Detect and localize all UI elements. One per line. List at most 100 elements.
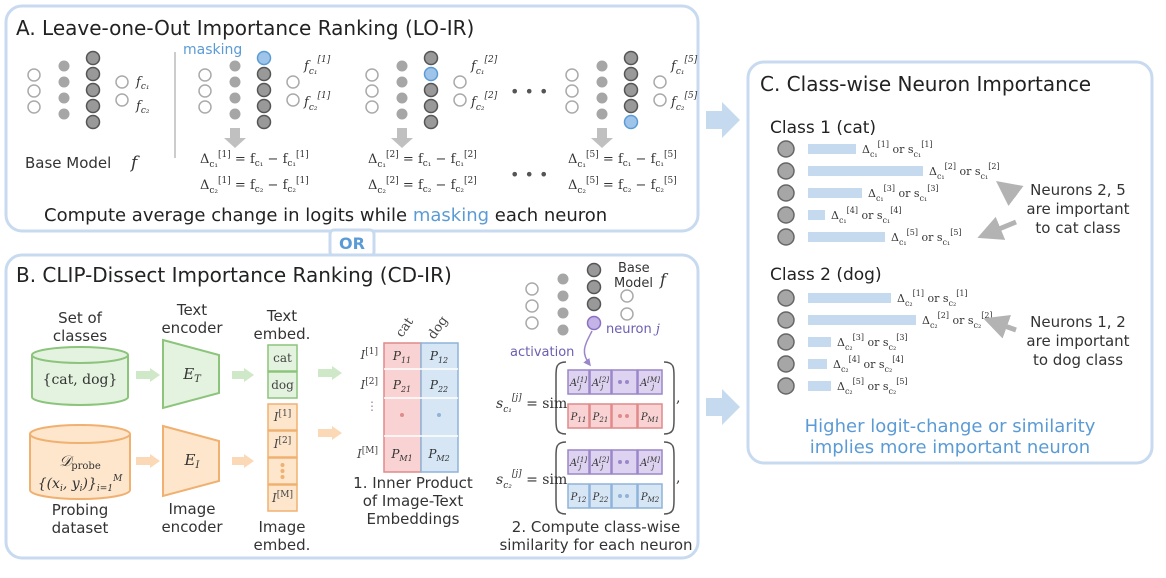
- classes-set: {cat, dog}: [43, 372, 118, 388]
- similarity-matrix: [383, 342, 459, 473]
- neuron: [423, 82, 439, 98]
- image-embed-line2: embed.: [254, 536, 311, 554]
- probe-cylinder: [29, 424, 131, 500]
- class2-bar-1: [808, 293, 891, 303]
- text-embed-cat-label: cat: [273, 351, 292, 365]
- set-of-classes-line2: classes: [53, 327, 107, 345]
- step2-line2: similarity for each neuron: [499, 536, 692, 554]
- class1-neuron-2: [777, 162, 795, 180]
- classes-cylinder: [31, 346, 129, 406]
- text-embed-line1: Text: [266, 307, 297, 325]
- panel-c-title: C. Class-wise Neuron Importance: [760, 72, 1091, 96]
- panel-a-title: A. Leave-one-Out Importance Ranking (LO-…: [16, 16, 474, 40]
- class2-neuron-3: [777, 333, 795, 351]
- neuron-label: neuron j: [606, 322, 660, 337]
- down-arrow-head: [224, 138, 246, 148]
- neuron-j: [586, 315, 602, 331]
- panel-b-network: [525, 262, 634, 336]
- base-model-symbol: f: [129, 153, 140, 173]
- ellipsis-networks: • • •: [510, 82, 548, 101]
- sim-bracket-cat: [555, 361, 675, 435]
- text-encoder-line2: encoder: [161, 319, 223, 337]
- sim-bracket-dog: [555, 441, 675, 515]
- down-arrow-stem: [230, 128, 240, 138]
- masked-neuron: [256, 50, 272, 66]
- image-encoder-line1: Image: [169, 500, 216, 518]
- activation-arrow: [583, 330, 593, 367]
- masked-neuron: [423, 66, 439, 82]
- neuron: [423, 50, 439, 66]
- neuron: [623, 66, 639, 82]
- neuron: [623, 50, 639, 66]
- class2-neuron-4: [777, 355, 795, 373]
- note1-line1: Neurons 2, 5: [1030, 181, 1126, 199]
- class1-neuron-1: [777, 140, 795, 158]
- note1-line3: to cat class: [1035, 219, 1120, 237]
- base-model-label: Base Model: [25, 154, 111, 172]
- class1-bar-3: [808, 188, 862, 198]
- neuron: [256, 98, 272, 114]
- class2-neuron-1: [777, 289, 795, 307]
- text-embed-dog: [267, 371, 298, 399]
- class1-bar-4: [808, 210, 825, 220]
- masking-label: masking: [183, 42, 242, 58]
- note2-line3: to dog class: [1033, 351, 1123, 369]
- neuron: [623, 82, 639, 98]
- panel-b-title: B. CLIP-Dissect Importance Ranking (CD-I…: [16, 263, 452, 287]
- down-arrow-head: [391, 138, 413, 148]
- class2-neuron-5: [777, 377, 795, 395]
- s-c1-label: sc₁[j] = sim: [496, 393, 567, 415]
- neuron: [256, 82, 272, 98]
- matrix-row-dots: ⋮: [366, 399, 378, 413]
- text-embed-cat: [267, 344, 298, 372]
- class2-bar-5: [808, 381, 831, 391]
- class1-neuron-3: [777, 184, 795, 202]
- class2-bar-3: [808, 337, 831, 347]
- down-arrow-stem: [597, 128, 607, 138]
- step1-line1: 1. Inner Product: [353, 474, 473, 492]
- class1-title: Class 1 (cat): [770, 118, 876, 138]
- class1-bar-5: [808, 232, 885, 242]
- down-arrow-head: [591, 138, 613, 148]
- note2-line2: are important: [1026, 332, 1129, 350]
- note2-arrow: [983, 314, 1017, 339]
- image-embed-column: [267, 403, 298, 512]
- footer-line1: Higher logit-change or similarity: [805, 416, 1096, 437]
- text-embed-line2: embed.: [254, 325, 311, 343]
- neuron: [256, 66, 272, 82]
- class1-bar-1: [808, 144, 856, 154]
- neuron: [423, 98, 439, 114]
- step2-line1: 2. Compute class-wise: [512, 518, 680, 536]
- probing-dataset-line2: dataset: [52, 519, 109, 537]
- neuron: [423, 114, 439, 130]
- class1-neuron-4: [777, 206, 795, 224]
- pb-base-model-line2: Model: [614, 276, 653, 291]
- class2-title: Class 2 (dog): [770, 265, 882, 285]
- note1-line2: are important: [1026, 200, 1129, 218]
- class2-bar-4: [808, 359, 827, 369]
- set-of-classes-line1: Set of: [58, 309, 103, 327]
- note1-arrow-top: [996, 181, 1024, 206]
- image-encoder-line2: encoder: [161, 518, 223, 536]
- pb-base-model-line1: Base: [618, 261, 650, 276]
- class2-bar-2: [808, 315, 916, 325]
- svg-text:,: ,: [676, 470, 680, 486]
- step1-line2: of Image-Text: [363, 492, 464, 510]
- text-encoder-shape: [162, 338, 220, 410]
- activation-label: activation: [510, 345, 574, 360]
- image-embed-line1: Image: [259, 518, 306, 536]
- svg-text:,: ,: [676, 390, 680, 406]
- arrow-b-to-c: [706, 389, 740, 425]
- pb-base-model-symbol: f: [659, 270, 669, 289]
- panel-a-caption: Compute average change in logits while m…: [44, 205, 607, 226]
- or-label: OR: [339, 234, 365, 253]
- panel-c: [746, 60, 1154, 465]
- text-embed-dog-label: dog: [271, 378, 294, 392]
- ellipsis-equations: • • •: [510, 165, 548, 184]
- text-encoder-line1: Text: [176, 301, 207, 319]
- class2-neuron-2: [777, 311, 795, 329]
